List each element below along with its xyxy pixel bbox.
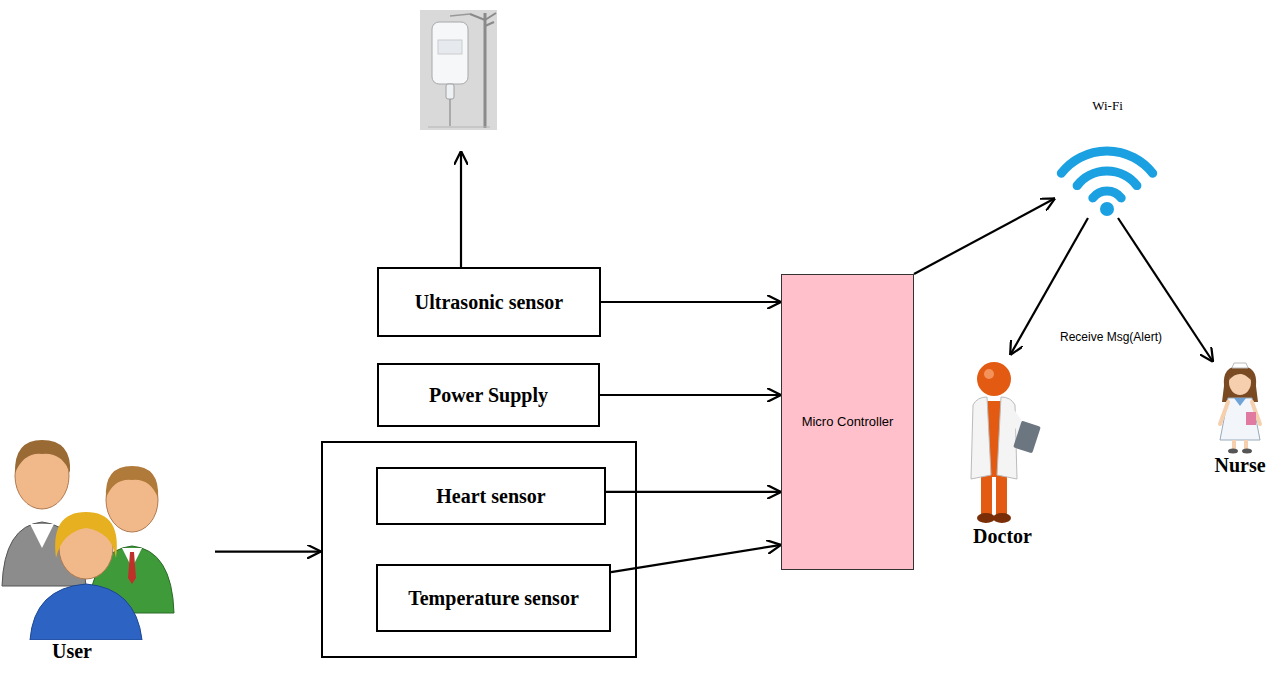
iv-tube xyxy=(449,99,451,126)
iv-bag-picture xyxy=(420,10,497,130)
users-figure xyxy=(0,428,175,640)
doctor-figure-part xyxy=(984,369,994,379)
iv-hooks xyxy=(470,13,496,26)
message-label: Receive Msg(Alert) xyxy=(1058,329,1164,345)
users-figure-part xyxy=(15,440,70,473)
drip-chamber xyxy=(446,84,454,99)
arrow-connector xyxy=(600,394,781,396)
doctor-figure-part xyxy=(993,513,1011,523)
user-icon-art xyxy=(0,428,175,640)
box-label: Heart sensor xyxy=(436,485,545,508)
box-label: Ultrasonic sensor xyxy=(415,291,563,314)
doctor-figure-part xyxy=(971,397,991,479)
doctor-icon-art xyxy=(963,355,1043,525)
doctor-figure-part xyxy=(977,362,1011,396)
microcontroller-box: Micro Controller xyxy=(781,274,914,570)
iv-hanger xyxy=(450,14,470,16)
doctor-icon: Doctor xyxy=(960,355,1045,548)
arrow-connector xyxy=(601,301,781,303)
doctor-figure-part xyxy=(981,473,992,515)
wifi-symbol-part xyxy=(1093,191,1121,198)
nurse-figure xyxy=(1210,362,1270,454)
box-label: Micro Controller xyxy=(802,415,894,430)
iv-pole xyxy=(484,13,487,128)
icon-label: User xyxy=(52,640,92,663)
nurse-figure-part xyxy=(1232,440,1236,450)
wifi-symbol-part xyxy=(1077,171,1137,186)
nurse-icon-art xyxy=(1210,362,1270,454)
user-icon: User xyxy=(0,428,215,663)
wifi-icon-art xyxy=(1055,114,1160,218)
nurse-figure-part xyxy=(1234,398,1246,406)
doctor-figure-part xyxy=(996,473,1007,515)
sensor-box: Ultrasonic sensor xyxy=(377,267,601,337)
box-label: Temperature sensor xyxy=(408,587,579,610)
power-box: Power Supply xyxy=(377,363,600,427)
icon-label: Doctor xyxy=(973,525,1032,548)
doctor-figure-part xyxy=(977,513,995,523)
wifi-symbol-part xyxy=(1061,151,1152,173)
nurse-figure-part xyxy=(1222,366,1258,402)
wifi-icon: Wi-Fi xyxy=(1055,98,1160,218)
nurse-figure-part xyxy=(1242,449,1252,454)
wifi-symbol xyxy=(1055,114,1160,218)
box-label: Power Supply xyxy=(429,384,548,407)
iv-bag xyxy=(432,22,468,84)
users-figure-part xyxy=(30,584,142,640)
nurse-figure-part xyxy=(1229,369,1251,395)
icon-label: Nurse xyxy=(1214,454,1265,477)
nurse-figure-part xyxy=(1232,363,1248,368)
sensor-box: Heart sensor xyxy=(376,467,606,525)
arrow-connector xyxy=(215,551,321,553)
icon-label: Wi-Fi xyxy=(1092,98,1123,114)
users-figure-part xyxy=(128,552,136,584)
wifi-symbol-part xyxy=(1100,202,1114,216)
arrow-connector xyxy=(914,198,1055,274)
iv-bag-label xyxy=(438,40,462,54)
nurse-figure-part xyxy=(1228,449,1238,454)
sensor-group: Heart sensorTemperature sensor xyxy=(321,441,637,658)
nurse-figure-part xyxy=(1246,412,1256,425)
iv-photo-ground xyxy=(420,10,497,130)
nurse-figure-part xyxy=(1244,440,1248,450)
sensor-box: Temperature sensor xyxy=(376,564,611,632)
nurse-figure-part xyxy=(1229,368,1251,380)
doctor-figure xyxy=(963,355,1043,525)
users-figure-part xyxy=(106,466,158,498)
iv-photo-caption-bar xyxy=(428,127,490,128)
arrow-connector xyxy=(606,491,781,493)
nurse-figure-part xyxy=(1220,398,1260,440)
sensor-to-bag-arrow xyxy=(460,151,462,267)
doctor-figure-part xyxy=(1013,421,1041,454)
nurse-figure-part xyxy=(1220,402,1260,424)
nurse-icon: Nurse xyxy=(1198,362,1282,477)
users-figure-part xyxy=(30,524,54,548)
users-figure-part xyxy=(55,512,117,558)
